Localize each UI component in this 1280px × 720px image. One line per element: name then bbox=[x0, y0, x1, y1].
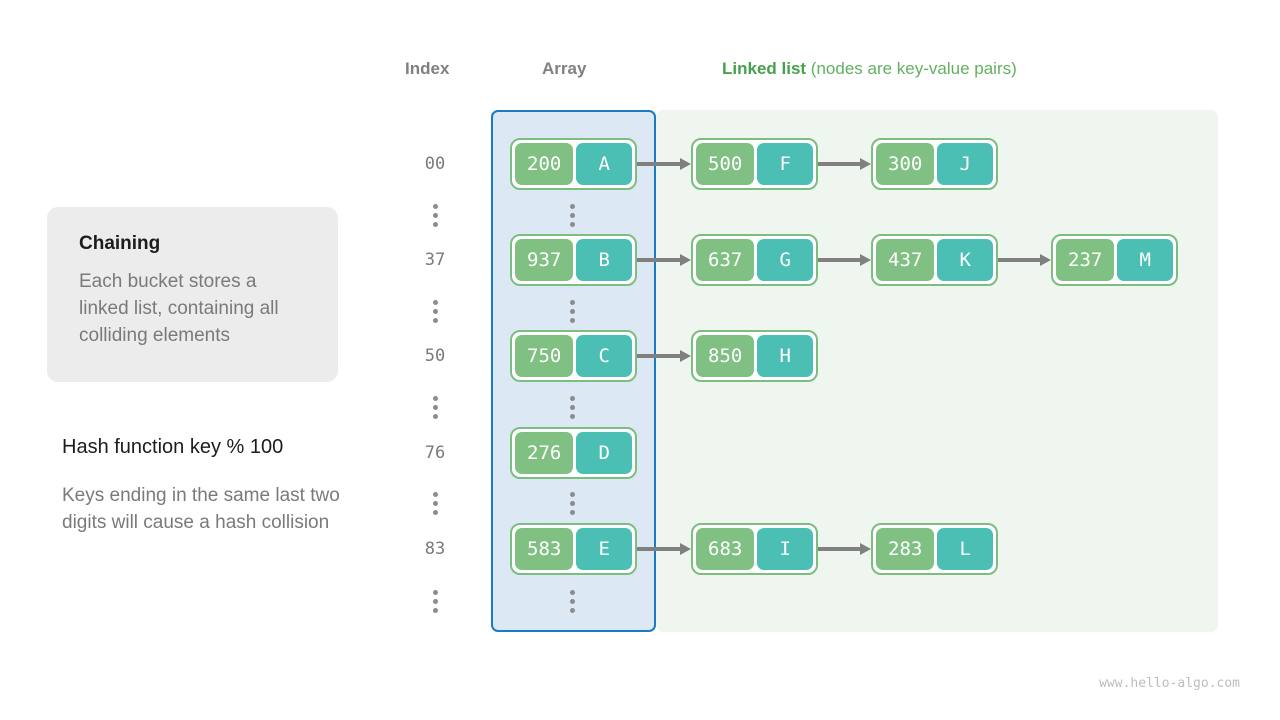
chaining-note-title: Chaining bbox=[79, 233, 161, 254]
link-arrow bbox=[998, 254, 1051, 266]
column-header-linked-list: Linked list (nodes are key-value pairs) bbox=[722, 59, 1017, 79]
node-value: C bbox=[576, 335, 632, 377]
node-value: I bbox=[757, 528, 813, 570]
node-value: F bbox=[757, 143, 813, 185]
node-value: D bbox=[576, 432, 632, 474]
node-value: E bbox=[576, 528, 632, 570]
node-key: 583 bbox=[515, 528, 574, 570]
node-value: M bbox=[1117, 239, 1173, 281]
index-label: 50 bbox=[424, 346, 446, 366]
hash-function-title: Hash function key % 100 bbox=[62, 436, 284, 458]
node-key: 500 bbox=[696, 143, 755, 185]
node-key: 276 bbox=[515, 432, 574, 474]
node-key: 283 bbox=[876, 528, 935, 570]
link-arrow bbox=[818, 158, 871, 170]
index-ellipsis-icon bbox=[432, 590, 438, 613]
array-ellipsis-icon bbox=[569, 590, 575, 613]
node-key: 637 bbox=[696, 239, 755, 281]
index-label: 37 bbox=[424, 250, 446, 270]
chaining-note-body: Each bucket stores a linked list, contai… bbox=[79, 271, 279, 346]
node-key: 237 bbox=[1056, 239, 1115, 281]
index-ellipsis-icon bbox=[432, 492, 438, 515]
index-ellipsis-icon bbox=[432, 204, 438, 227]
link-arrow bbox=[818, 543, 871, 555]
node-key: 300 bbox=[876, 143, 935, 185]
array-ellipsis-icon bbox=[569, 396, 575, 419]
array-ellipsis-icon bbox=[569, 492, 575, 515]
linked-list-label-sub: (nodes are key-value pairs) bbox=[806, 59, 1017, 78]
link-arrow bbox=[637, 350, 691, 362]
node-key: 437 bbox=[876, 239, 935, 281]
node-key: 937 bbox=[515, 239, 574, 281]
chaining-note-card: Chaining Each bucket stores a linked lis… bbox=[47, 207, 338, 382]
node-key: 750 bbox=[515, 335, 574, 377]
index-label: 83 bbox=[424, 539, 446, 559]
node-key: 850 bbox=[696, 335, 755, 377]
node-key: 683 bbox=[696, 528, 755, 570]
link-arrow bbox=[637, 254, 691, 266]
array-ellipsis-icon bbox=[569, 204, 575, 227]
hash-function-body: Keys ending in the same last two digits … bbox=[62, 485, 340, 533]
array-ellipsis-icon bbox=[569, 300, 575, 323]
node-value: H bbox=[757, 335, 813, 377]
node-key: 200 bbox=[515, 143, 574, 185]
index-label: 76 bbox=[424, 443, 446, 463]
node-value: A bbox=[576, 143, 632, 185]
watermark: www.hello-algo.com bbox=[1099, 676, 1240, 691]
node-value: L bbox=[937, 528, 993, 570]
index-ellipsis-icon bbox=[432, 396, 438, 419]
link-arrow bbox=[818, 254, 871, 266]
node-value: J bbox=[937, 143, 993, 185]
node-value: K bbox=[937, 239, 993, 281]
column-header-array: Array bbox=[542, 59, 587, 78]
link-arrow bbox=[637, 543, 691, 555]
node-value: G bbox=[757, 239, 813, 281]
linked-list-label-bold: Linked list bbox=[722, 59, 807, 78]
column-header-index: Index bbox=[405, 59, 450, 78]
index-label: 00 bbox=[424, 154, 446, 174]
node-value: B bbox=[576, 239, 632, 281]
index-ellipsis-icon bbox=[432, 300, 438, 323]
link-arrow bbox=[637, 158, 691, 170]
